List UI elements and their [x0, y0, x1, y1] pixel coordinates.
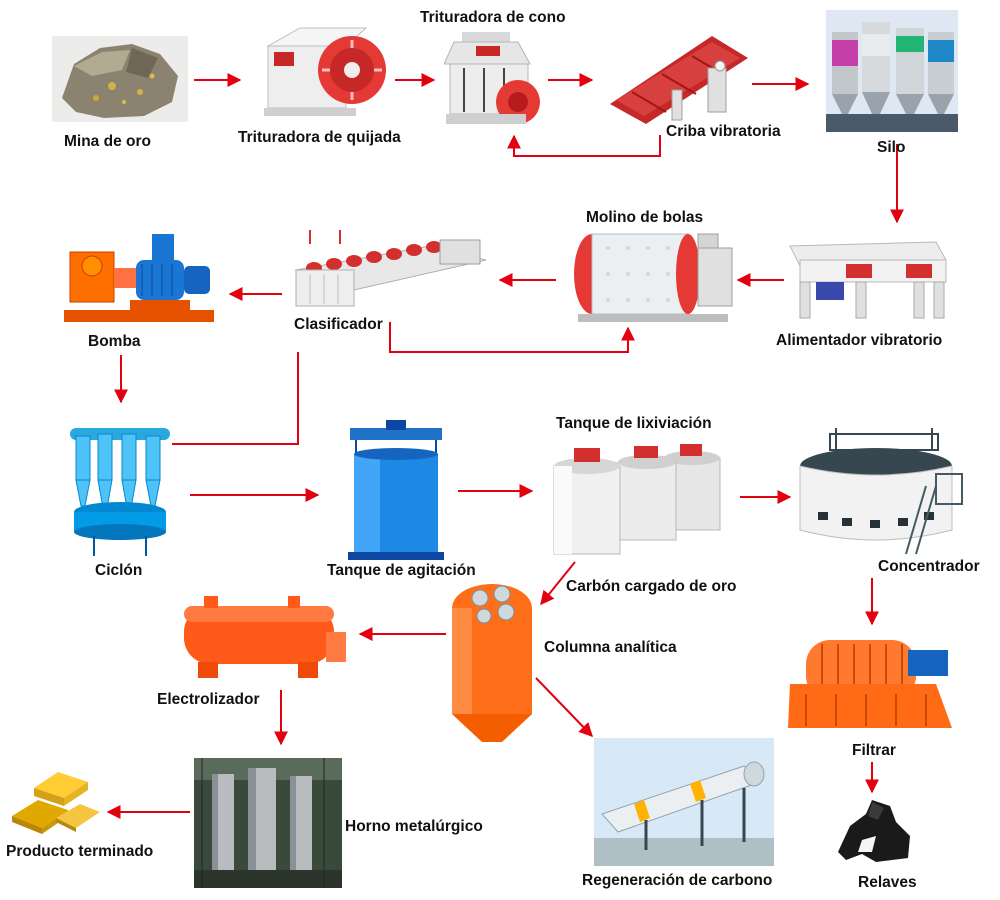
- label-cyclone: Ciclón: [95, 562, 143, 579]
- desorption-column-icon: [446, 582, 538, 748]
- cone-crusher-icon: [444, 28, 550, 132]
- label-leaching-tank: Tanque de lixiviación: [556, 415, 712, 432]
- silo-icon: [826, 10, 958, 132]
- label-smelting-furnace: Horno metalúrgico: [345, 818, 483, 835]
- label-jaw-crusher: Trituradora de quijada: [238, 129, 401, 146]
- arrow-column-to-regeneration: [535, 677, 593, 738]
- arrow-screen-return-to-cone: [507, 134, 661, 157]
- label-agitation-tank: Tanque de agitación: [327, 562, 476, 579]
- label-finished-product: Producto terminado: [6, 843, 154, 860]
- label-classifier: Clasificador: [294, 316, 383, 333]
- electrolyzer-icon: [178, 592, 350, 684]
- gold-bars-icon: [8, 766, 104, 836]
- leaching-tank-icon: [544, 438, 730, 560]
- label-silo: Silo: [877, 139, 906, 156]
- label-ball-mill: Molino de bolas: [586, 209, 704, 226]
- jaw-crusher-icon: [256, 22, 396, 122]
- vibrating-screen-icon: [602, 30, 752, 126]
- pump-icon: [60, 230, 220, 328]
- thickener-icon: [796, 426, 966, 558]
- rotary-kiln-icon: [594, 738, 774, 866]
- label-thickener: Concentrador: [878, 558, 980, 575]
- vibrating-feeder-icon: [786, 238, 950, 324]
- label-loaded-carbon: Carbón cargado de oro: [566, 578, 737, 595]
- label-analytic-column: Columna analítica: [544, 639, 677, 656]
- ball-mill-icon: [568, 228, 738, 324]
- gold-ore-rock-icon: [52, 36, 188, 122]
- label-cone-crusher: Trituradora de cono: [420, 9, 566, 26]
- spiral-classifier-icon: [290, 230, 490, 310]
- tailings-pile-icon: [832, 796, 916, 866]
- vacuum-filter-icon: [786, 630, 956, 732]
- arrow-classifier-return-to-mill: [389, 322, 635, 353]
- label-vibrating-feeder: Alimentador vibratorio: [776, 332, 943, 349]
- label-carbon-regeneration: Regeneración de carbono: [582, 872, 773, 889]
- agitation-tank-icon: [340, 420, 452, 562]
- label-pump: Bomba: [88, 333, 141, 350]
- smelting-furnace-icon: [194, 758, 342, 888]
- hydrocyclone-icon: [64, 416, 176, 560]
- label-vibrating-screen: Criba vibratoria: [666, 123, 781, 140]
- arrow-cyclone-return-to-mill: [172, 352, 299, 445]
- label-gold-mine: Mina de oro: [64, 133, 151, 150]
- label-tailings: Relaves: [858, 874, 917, 891]
- label-electrolyzer: Electrolizador: [157, 691, 260, 708]
- label-filter: Filtrar: [852, 742, 896, 759]
